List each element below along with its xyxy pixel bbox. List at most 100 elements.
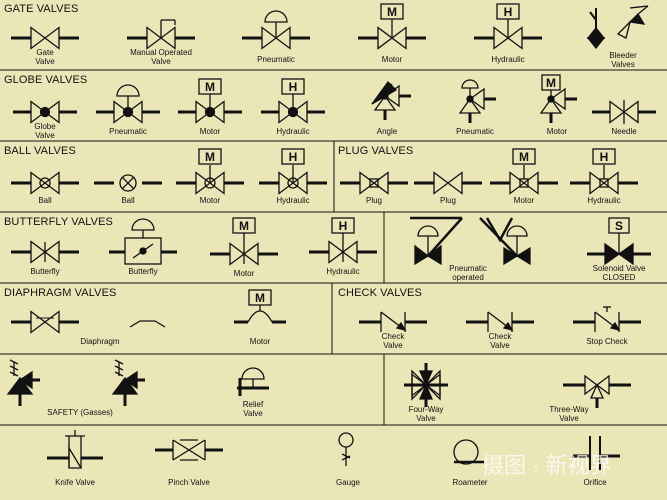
svg-text:H: H — [600, 150, 609, 164]
svg-text:H: H — [339, 219, 348, 233]
watermark: 摄图 · 新视界 — [482, 453, 612, 478]
label-knife-valve: Knife Valve — [55, 478, 95, 487]
globe-pneumatic-symbol — [96, 84, 160, 124]
label-globe-motor: Motor — [199, 127, 221, 136]
label-plug-motor: Motor — [513, 196, 535, 205]
roameter-symbol — [453, 439, 484, 465]
svg-text:M: M — [519, 150, 529, 164]
label-plug-hydraulic: Hydraulic — [587, 196, 621, 205]
angle-pneumatic-symbol — [458, 79, 496, 123]
label-diaphragm-motor: Motor — [249, 337, 271, 346]
label-gate-hydraulic: Hydraulic — [491, 55, 525, 64]
needle-valve-symbol — [592, 100, 656, 124]
label-angle-motor: Motor — [546, 127, 568, 136]
label-safety-gasses: SAFETY (Gasses) — [47, 408, 113, 417]
label-gate-motor: Motor — [381, 55, 403, 64]
globe-motor-symbol: M — [178, 78, 242, 124]
gauge-symbol — [338, 432, 354, 466]
label-butterfly-2: Butterfly — [128, 267, 158, 276]
header-plug-valves: PLUG VALVES — [338, 145, 414, 157]
label-angle: Angle — [376, 127, 398, 136]
safety-valve-symbol-1 — [6, 359, 40, 406]
label-butterfly-hydraulic: Hydraulic — [326, 267, 360, 276]
svg-text:H: H — [504, 5, 513, 19]
label-angle-pneumatic: Pneumatic — [456, 127, 494, 136]
globe-hydraulic-symbol: H — [261, 78, 325, 124]
relief-valve-symbol — [237, 367, 269, 396]
label-pinch-valve: Pinch Valve — [168, 478, 210, 487]
orifice-symbol — [572, 436, 620, 470]
plug-motor-symbol: M — [490, 148, 558, 195]
globe-valve-symbol — [13, 100, 77, 124]
four-way-valve-symbol — [404, 363, 448, 407]
butterfly-hydraulic-symbol: H — [309, 217, 377, 264]
label-roameter: Roameter — [452, 478, 488, 487]
solenoid-valve-symbol: S — [587, 217, 651, 266]
stop-check-valve-symbol — [573, 306, 641, 332]
gate-valve-symbol — [11, 26, 79, 50]
label-butterfly-1: Butterfly — [30, 267, 60, 276]
check-valve-symbol-2 — [466, 311, 534, 332]
svg-text:M: M — [387, 5, 397, 19]
pinch-valve-symbol — [155, 439, 223, 461]
label-needle: Needle — [611, 127, 637, 136]
plug-valve-symbol-2 — [414, 171, 482, 195]
header-ball-valves: BALL VALVES — [4, 145, 76, 157]
label-globe-hydraulic: Hydraulic — [276, 127, 310, 136]
diaphragm-motor-symbol: M — [234, 289, 286, 324]
ball-motor-symbol: M — [176, 148, 244, 195]
header-check-valves: CHECK VALVES — [338, 287, 422, 299]
svg-text:M: M — [205, 150, 215, 164]
angle-valve-symbol — [371, 81, 411, 120]
svg-text:S: S — [615, 219, 623, 233]
label-ball-motor: Motor — [199, 196, 221, 205]
gate-hydraulic-symbol: H — [474, 3, 542, 50]
three-way-valve-symbol — [563, 374, 631, 408]
svg-text:M: M — [205, 80, 215, 94]
plug-hydraulic-symbol: H — [570, 148, 638, 195]
svg-text:H: H — [289, 80, 298, 94]
gate-motor-symbol: M — [358, 3, 426, 50]
label-plug-2: Plug — [439, 196, 457, 205]
ball-valve-symbol-1 — [11, 171, 79, 195]
butterfly-motor-symbol: M — [210, 217, 278, 266]
label-butterfly-motor: Motor — [233, 269, 255, 278]
check-valve-symbol-1 — [359, 311, 427, 332]
header-globe-valves: GLOBE VALVES — [4, 74, 88, 86]
svg-text:M: M — [546, 76, 556, 90]
gate-pneumatic-symbol — [242, 10, 310, 50]
angle-motor-symbol: M — [539, 74, 577, 123]
manual-operated-valve-symbol — [127, 19, 195, 50]
butterfly-valve-symbol-2 — [109, 218, 177, 265]
label-gate-pneumatic: Pneumatic — [257, 55, 295, 64]
bleeder-valves-symbol — [586, 5, 649, 50]
label-orifice: Orifice — [583, 478, 607, 487]
butterfly-valve-symbol-1 — [11, 240, 79, 264]
svg-text:M: M — [255, 291, 265, 305]
svg-text:H: H — [289, 150, 298, 164]
header-butterfly-valves: BUTTERFLY VALVES — [4, 216, 113, 228]
header-diaphragm-valves: DIAPHRAGM VALVES — [4, 287, 117, 299]
pneumatic-operated-symbol — [410, 216, 531, 266]
label-diaphragm: Diaphragm — [80, 337, 120, 346]
ball-valve-symbol-2 — [94, 174, 162, 192]
label-ball-1: Ball — [38, 196, 52, 205]
label-globe-pneumatic: Pneumatic — [109, 127, 147, 136]
label-ball-hydraulic: Hydraulic — [276, 196, 310, 205]
plug-valve-symbol-1 — [340, 171, 408, 195]
knife-valve-symbol — [47, 430, 103, 469]
diaphragm-valve-symbol — [11, 310, 166, 334]
ball-hydraulic-symbol: H — [259, 148, 327, 195]
